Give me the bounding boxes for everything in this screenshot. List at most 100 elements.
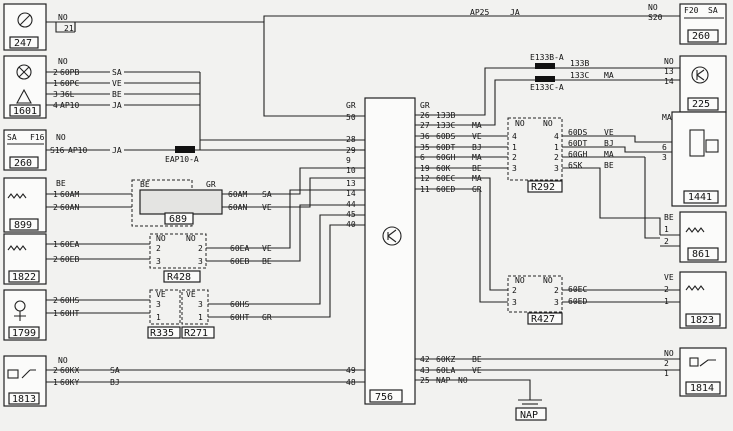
label-r292: R292 bbox=[531, 182, 555, 193]
component-247[interactable]: 247 bbox=[3, 3, 47, 51]
component-689[interactable]: BE GR 689 bbox=[131, 179, 223, 227]
connector-r335[interactable]: VE 3 1 R335 bbox=[147, 289, 181, 339]
svg-text:4: 4 bbox=[512, 132, 517, 141]
svg-text:SA: SA bbox=[112, 68, 122, 77]
svg-text:3: 3 bbox=[662, 153, 667, 162]
component-899[interactable]: 899 bbox=[3, 177, 47, 233]
svg-text:F20: F20 bbox=[684, 6, 699, 15]
connector-r428[interactable]: NO NO 2 3 2 3 R428 bbox=[149, 233, 207, 283]
svg-text:E133C-A: E133C-A bbox=[530, 83, 564, 92]
svg-text:JA: JA bbox=[510, 8, 520, 17]
svg-text:60AM: 60AM bbox=[228, 190, 247, 199]
svg-text:2: 2 bbox=[156, 244, 161, 253]
svg-text:BE: BE bbox=[56, 179, 66, 188]
component-1823[interactable]: VE 2 1 1823 bbox=[664, 271, 727, 329]
label-nap: NAP bbox=[520, 410, 538, 421]
component-1441[interactable]: MA 6 3 1441 bbox=[662, 111, 727, 207]
svg-text:GR: GR bbox=[206, 180, 216, 189]
label-1814: 1814 bbox=[690, 383, 714, 394]
svg-text:2: 2 bbox=[554, 153, 559, 162]
label-861: 861 bbox=[692, 249, 710, 260]
svg-text:MA: MA bbox=[604, 71, 614, 80]
svg-text:60DT: 60DT bbox=[568, 139, 587, 148]
connector-r292[interactable]: NO NO 4 1 2 3 4 1 2 3 R292 bbox=[507, 117, 563, 193]
svg-text:60DS: 60DS bbox=[568, 128, 587, 137]
svg-text:NO: NO bbox=[515, 276, 525, 285]
label-247: 247 bbox=[14, 38, 32, 49]
svg-text:1: 1 bbox=[156, 313, 161, 322]
svg-text:133B: 133B bbox=[570, 59, 589, 68]
label-1441: 1441 bbox=[688, 192, 712, 203]
label-r335: R335 bbox=[150, 328, 174, 339]
svg-text:3: 3 bbox=[512, 164, 517, 173]
svg-text:NO: NO bbox=[543, 276, 553, 285]
svg-text:S20: S20 bbox=[648, 13, 663, 22]
label-225: 225 bbox=[692, 99, 710, 110]
svg-text:F16: F16 bbox=[30, 133, 45, 142]
connector-r427[interactable]: NO NO 2 3 2 3 R427 bbox=[507, 275, 563, 325]
svg-text:2: 2 bbox=[512, 286, 517, 295]
component-861[interactable]: BE 1 2 861 bbox=[664, 211, 727, 263]
label-1799: 1799 bbox=[12, 328, 36, 339]
svg-text:14: 14 bbox=[664, 77, 674, 86]
svg-text:GR: GR bbox=[346, 101, 356, 110]
svg-text:1: 1 bbox=[512, 143, 517, 152]
svg-text:50: 50 bbox=[346, 113, 356, 122]
svg-text:1: 1 bbox=[554, 143, 559, 152]
component-756[interactable]: 756 bbox=[364, 97, 416, 405]
svg-text:3: 3 bbox=[198, 257, 203, 266]
svg-text:4: 4 bbox=[554, 132, 559, 141]
svg-text:SA: SA bbox=[7, 133, 17, 142]
component-1822[interactable]: 1822 bbox=[3, 233, 47, 285]
svg-text:NO: NO bbox=[648, 3, 658, 12]
svg-text:E133B-A: E133B-A bbox=[530, 53, 564, 62]
svg-text:NO: NO bbox=[515, 119, 525, 128]
component-1813[interactable]: 1813 bbox=[3, 355, 47, 407]
svg-text:SA: SA bbox=[708, 6, 718, 15]
svg-text:133C: 133C bbox=[570, 71, 589, 80]
svg-text:6SK: 6SK bbox=[568, 161, 583, 170]
shield-e133b bbox=[535, 63, 555, 69]
svg-text:1: 1 bbox=[664, 225, 669, 234]
svg-text:NO: NO bbox=[58, 356, 68, 365]
svg-text:NO: NO bbox=[58, 13, 68, 22]
svg-text:BE: BE bbox=[140, 180, 150, 189]
svg-text:NO: NO bbox=[664, 57, 674, 66]
svg-text:JA: JA bbox=[112, 146, 122, 155]
svg-text:AP25: AP25 bbox=[470, 8, 489, 17]
svg-text:3: 3 bbox=[512, 298, 517, 307]
label-899: 899 bbox=[14, 220, 32, 231]
svg-text:60GH: 60GH bbox=[568, 150, 587, 159]
label-r271: R271 bbox=[184, 328, 208, 339]
svg-text:VE: VE bbox=[156, 290, 166, 299]
svg-text:NO: NO bbox=[664, 349, 674, 358]
label-1601: 1601 bbox=[13, 106, 37, 117]
svg-text:BE: BE bbox=[664, 213, 674, 222]
component-260-right[interactable]: NO S20 F20 SA 260 bbox=[648, 3, 727, 45]
svg-text:3: 3 bbox=[554, 298, 559, 307]
svg-text:1: 1 bbox=[664, 369, 669, 378]
svg-text:NO: NO bbox=[186, 234, 196, 243]
svg-text:NO: NO bbox=[56, 133, 66, 142]
component-260-left[interactable]: SA F16 260 bbox=[3, 129, 47, 171]
svg-text:BE: BE bbox=[112, 90, 122, 99]
svg-text:3: 3 bbox=[156, 257, 161, 266]
svg-text:2: 2 bbox=[554, 286, 559, 295]
label-756: 756 bbox=[375, 392, 393, 403]
svg-text:29: 29 bbox=[346, 146, 356, 155]
label-1822: 1822 bbox=[12, 272, 36, 283]
connector-r271[interactable]: VE 3 1 R271 bbox=[181, 289, 215, 339]
svg-text:BJ: BJ bbox=[604, 139, 614, 148]
svg-text:21: 21 bbox=[64, 24, 74, 33]
label-r427: R427 bbox=[531, 314, 555, 325]
svg-text:MA: MA bbox=[604, 150, 614, 159]
svg-text:VE: VE bbox=[112, 79, 122, 88]
component-225[interactable]: NO 13 14 225 bbox=[664, 55, 727, 113]
label-260-right: 260 bbox=[692, 31, 710, 42]
component-1814[interactable]: NO 2 1 1814 bbox=[664, 347, 727, 397]
svg-text:GR: GR bbox=[420, 101, 430, 110]
component-1601[interactable]: 1601 bbox=[3, 55, 47, 119]
svg-text:VE: VE bbox=[186, 290, 196, 299]
component-1799[interactable]: 1799 bbox=[3, 289, 47, 341]
